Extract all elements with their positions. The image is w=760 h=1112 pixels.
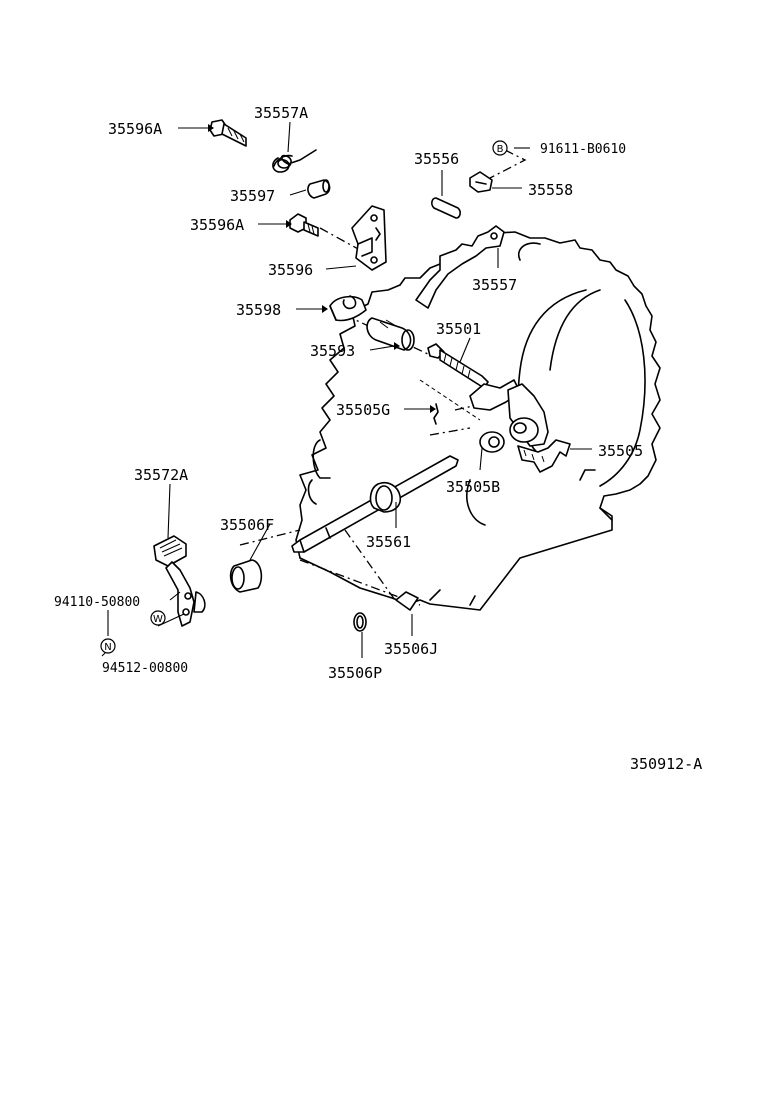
seal-35505b bbox=[479, 431, 505, 453]
sleeve-35593 bbox=[366, 317, 415, 351]
label-94110-50800: 94110-50800 bbox=[54, 595, 140, 610]
svg-text:N: N bbox=[104, 642, 111, 653]
detent-lever-35557 bbox=[415, 225, 505, 309]
bushing-35598 bbox=[329, 295, 367, 322]
label-35505g: 35505G bbox=[336, 401, 390, 419]
spring-35557a bbox=[272, 149, 317, 173]
label-35561: 35561 bbox=[366, 533, 411, 551]
oring-35506p bbox=[353, 612, 367, 632]
label-35598: 35598 bbox=[236, 301, 281, 319]
lever-35572a bbox=[153, 535, 206, 627]
label-35505: 35505 bbox=[598, 442, 643, 460]
transmission-housing bbox=[295, 231, 661, 611]
label-91611-b0610: 91611-B0610 bbox=[540, 142, 626, 157]
label-35593: 35593 bbox=[310, 342, 355, 360]
figure-code: 350912-A bbox=[630, 755, 702, 773]
pin-35556 bbox=[431, 197, 461, 219]
label-35572a: 35572A bbox=[134, 466, 188, 484]
svg-text:B: B bbox=[497, 144, 504, 155]
label-94512-00800: 94512-00800 bbox=[102, 661, 188, 676]
label-35596a-mid: 35596A bbox=[190, 216, 244, 234]
bolt-35596a-top bbox=[209, 119, 247, 147]
label-35506f: 35506F bbox=[220, 516, 274, 534]
clip-35558 bbox=[469, 171, 493, 193]
bushing-35506f bbox=[229, 559, 263, 593]
bracket-35596 bbox=[351, 205, 387, 271]
label-35505b: 35505B bbox=[446, 478, 500, 496]
label-35557a: 35557A bbox=[254, 104, 308, 122]
label-35596a-top: 35596A bbox=[108, 120, 162, 138]
label-35596: 35596 bbox=[268, 261, 313, 279]
badge-91611-b: B bbox=[492, 140, 508, 156]
bolt-35596a-mid bbox=[289, 213, 319, 237]
clip-35505g bbox=[433, 403, 439, 425]
seal-35506j bbox=[395, 591, 419, 611]
label-35557: 35557 bbox=[472, 276, 517, 294]
label-35558: 35558 bbox=[528, 181, 573, 199]
shaft-35561 bbox=[291, 455, 459, 553]
assembly-lines bbox=[239, 149, 527, 606]
rod-35501 bbox=[427, 343, 521, 411]
badge-94512-w: W bbox=[150, 610, 166, 626]
label-35501: 35501 bbox=[436, 320, 481, 338]
svg-text:W: W bbox=[153, 614, 163, 625]
label-35597: 35597 bbox=[230, 187, 275, 205]
leader-lines bbox=[101, 121, 592, 658]
badge-94110-n: N bbox=[100, 638, 116, 654]
label-35506j: 35506J bbox=[384, 640, 438, 658]
label-35556: 35556 bbox=[414, 150, 459, 168]
pin-35597 bbox=[307, 179, 331, 199]
label-35506p: 35506P bbox=[328, 664, 382, 682]
lever-35505 bbox=[507, 383, 571, 473]
